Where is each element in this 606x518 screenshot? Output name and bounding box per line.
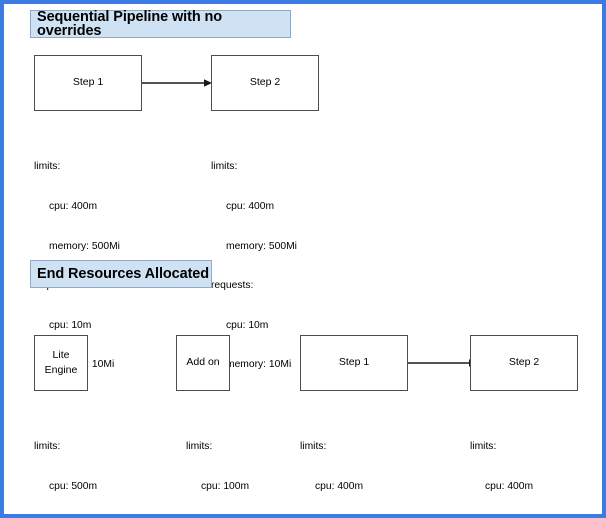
section-title-sequential-pipeline: Sequential Pipeline with no overrides <box>30 9 291 38</box>
node-label-line-1: Lite <box>52 348 70 361</box>
node-box-bottom-step-2[interactable]: Step 2 <box>470 335 578 391</box>
resource-block-bottom-step-1: limits: cpu: 400m memory: 500Mi requests… <box>300 414 386 514</box>
limits-label: limits: <box>186 441 213 453</box>
resource-block-bottom-step-2: limits: cpu: 400m memory: 500Mi requests… <box>470 414 556 514</box>
limits-cpu-value: cpu: 100m <box>201 481 250 493</box>
node-box-lite-engine[interactable]: Lite Engine <box>34 335 88 391</box>
node-label: Step 2 <box>249 76 281 89</box>
section-title-end-resources-allocated: End Resources Allocated <box>30 260 212 288</box>
node-label-line-1: Add on <box>186 356 220 369</box>
node-box-top-step-2[interactable]: Step 2 <box>211 55 319 111</box>
resource-block-lite-engine: limits: cpu: 500m memory: 600Mi requests… <box>34 414 120 514</box>
limits-label: limits: <box>300 441 327 453</box>
requests-cpu-value: cpu: 10m <box>49 319 92 331</box>
limits-label: limits: <box>211 161 238 173</box>
requests-label: requests: <box>211 280 254 292</box>
limits-memory-value: memory: 500Mi <box>49 240 120 252</box>
resource-block-top-step-2: limits: cpu: 400m memory: 500Mi requests… <box>211 134 297 398</box>
limits-cpu-value: cpu: 400m <box>226 201 275 213</box>
arrow-top-step1-to-step2 <box>142 78 213 88</box>
resource-block-add-on: limits: cpu: 100m memory: 100Mi requests… <box>186 414 272 514</box>
limits-cpu-value: cpu: 400m <box>49 201 98 213</box>
node-box-add-on[interactable]: Add on <box>176 335 230 391</box>
arrow-bottom-step1-to-step2 <box>408 358 478 368</box>
node-box-top-step-1[interactable]: Step 1 <box>34 55 142 111</box>
node-box-bottom-step-1[interactable]: Step 1 <box>300 335 408 391</box>
requests-memory-value: memory: 10Mi <box>226 359 292 371</box>
limits-memory-value: memory: 500Mi <box>226 240 297 252</box>
limits-label: limits: <box>470 441 497 453</box>
node-label-line-1: Step 1 <box>338 356 370 369</box>
limits-cpu-value: cpu: 400m <box>315 481 364 493</box>
limits-label: limits: <box>34 441 61 453</box>
node-label-line-2: Engine <box>44 364 78 376</box>
node-label: Step 1 <box>72 76 104 89</box>
limits-label: limits: <box>34 161 61 173</box>
limits-cpu-value: cpu: 500m <box>49 481 98 493</box>
requests-cpu-value: cpu: 10m <box>226 319 269 331</box>
limits-cpu-value: cpu: 400m <box>485 481 534 493</box>
node-label-line-1: Step 2 <box>508 356 540 369</box>
